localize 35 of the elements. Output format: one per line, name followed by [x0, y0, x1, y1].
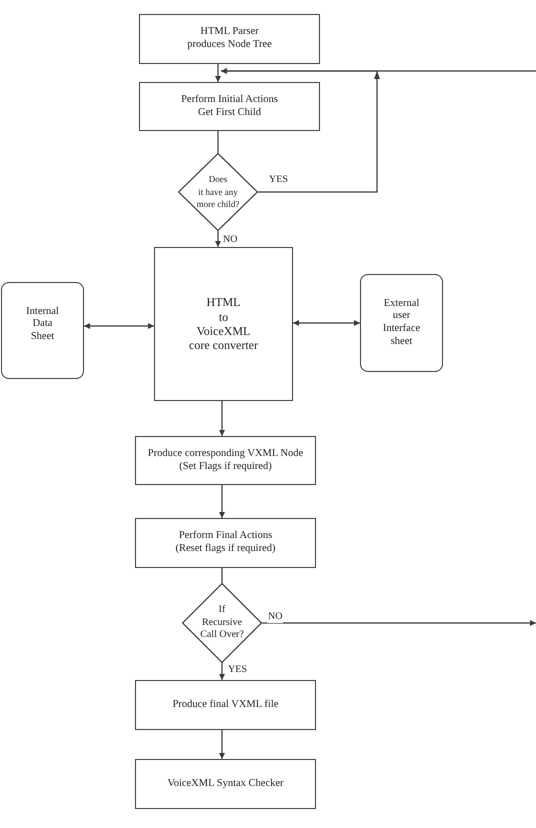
step-text: Perform Initial Actions Get First Child	[181, 94, 278, 120]
process-box	[135, 680, 316, 730]
sheet-text: Internal Data Sheet	[26, 306, 59, 344]
arrow	[219, 485, 225, 518]
step-text: HTML Parser produces Node Tree	[187, 26, 272, 52]
decision-diamond	[178, 153, 258, 231]
data-sheet-box	[1, 282, 84, 379]
step-text: Produce corresponding VXML Node (Set Flags if required)	[148, 448, 304, 474]
converter-box	[154, 247, 293, 401]
arrow	[262, 620, 536, 626]
arrow	[215, 231, 221, 247]
step-text: Produce final VXML file	[172, 698, 278, 712]
arrow	[221, 68, 536, 74]
connector-line	[221, 568, 223, 583]
double-arrow	[293, 320, 360, 326]
process-box	[139, 82, 320, 131]
edge-label: NO	[267, 611, 284, 623]
converter-text: HTML to VoiceXML core converter	[189, 295, 258, 353]
question-text: Does it have any more child?	[196, 173, 240, 211]
arrow	[219, 730, 225, 759]
decision-diamond	[182, 583, 262, 663]
double-arrow	[84, 323, 154, 329]
arrow	[215, 64, 221, 82]
sheet-text: External user Interface sheet	[382, 298, 420, 348]
process-box	[139, 14, 320, 64]
connector-line	[217, 131, 219, 153]
arrow	[219, 663, 225, 680]
question-text: If Recursive Call Over?	[200, 604, 244, 642]
arrow	[219, 401, 225, 436]
process-box	[135, 518, 316, 568]
step-text: Perform Final Actions (Reset flags if required)	[175, 530, 276, 556]
data-sheet-box	[360, 274, 443, 372]
process-box	[135, 759, 316, 809]
process-box	[135, 436, 316, 485]
step-text: VoiceXML Syntax Checker	[167, 778, 284, 790]
